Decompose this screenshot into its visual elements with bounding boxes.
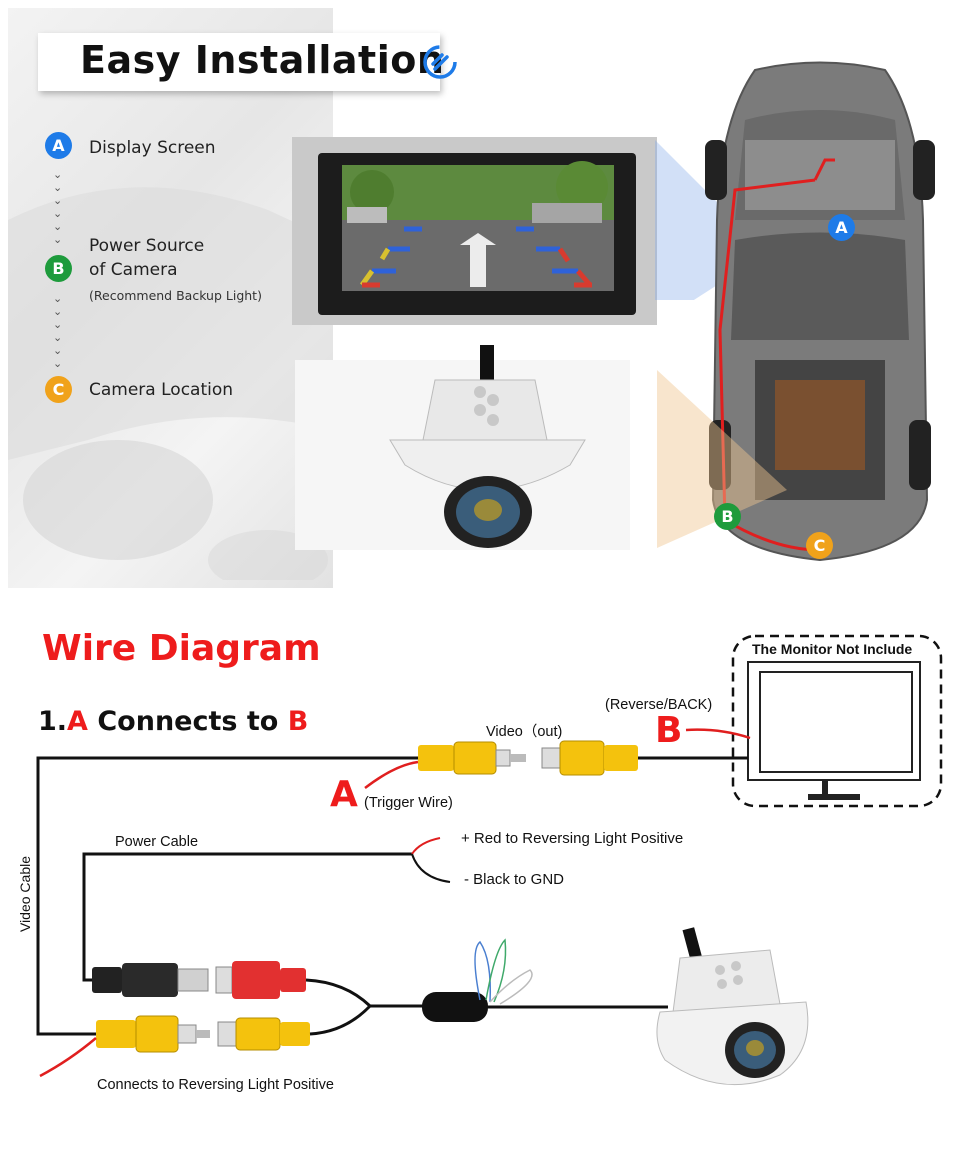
step-c-badge: C	[45, 376, 72, 403]
connects-heading-a: A	[67, 706, 88, 737]
display-screen-image	[292, 137, 657, 325]
marker-a: A	[330, 774, 358, 815]
video-out-label: Video（out)	[486, 724, 563, 740]
step-a-label: Display Screen	[89, 138, 216, 158]
connects-heading-prefix: 1.	[38, 706, 68, 737]
connects-heading: 1.A Connects to B	[38, 706, 308, 737]
car-marker-c: C	[806, 532, 833, 559]
background-car-silhouette	[8, 187, 333, 580]
wire-diagram-title: Wire Diagram	[42, 628, 321, 669]
camera-location-beam	[657, 370, 787, 548]
reverse-label: (Reverse/BACK)	[605, 697, 713, 713]
connects-reversing-label: Connects to Reversing Light Positive	[97, 1077, 334, 1093]
page-title: Easy Installation	[80, 38, 445, 82]
step-a-badge: A	[45, 132, 72, 159]
car-marker-b: B	[714, 503, 741, 530]
step-b-label-2: of Camera	[89, 260, 178, 280]
car-marker-a: A	[828, 214, 855, 241]
connects-heading-mid: Connects to	[87, 706, 288, 737]
step-b-badge: B	[45, 255, 72, 282]
step-connector-chevrons: ⌄⌄⌄⌄⌄⌄	[53, 168, 63, 246]
title-box	[38, 33, 440, 91]
black-gnd-label: - Black to GND	[464, 871, 565, 888]
video-cable-label: Video Cable	[17, 855, 33, 933]
trigger-wire-label: (Trigger Wire)	[364, 795, 453, 811]
step-connector-chevrons: ⌄⌄⌄⌄⌄⌄	[53, 292, 63, 370]
step-c-label: Camera Location	[89, 380, 234, 400]
camera-image	[295, 345, 630, 550]
power-cable-label: Power Cable	[115, 834, 199, 850]
car-topdown-image	[705, 61, 935, 562]
step-b-label: Power Source	[89, 236, 205, 256]
wiring-diagram	[36, 634, 943, 1086]
red-positive-label: + Red to Reversing Light Positive	[461, 830, 684, 847]
connects-heading-b: B	[287, 706, 309, 737]
wrench-gear-icon	[423, 45, 457, 79]
marker-b: B	[655, 710, 683, 751]
step-b-sublabel: (Recommend Backup Light)	[89, 288, 262, 303]
monitor-label: The Monitor Not Include	[752, 641, 913, 657]
